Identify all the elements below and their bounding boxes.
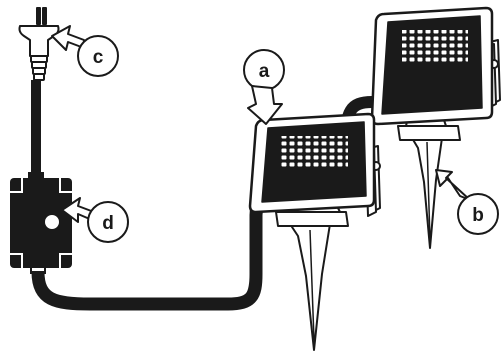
callout-arrow-b [435,169,471,201]
led-panel-b [402,30,468,62]
callout-label-c: c [93,47,104,68]
callout-label-a: a [259,61,270,82]
callout-b: b [435,169,499,235]
plug-head [18,25,60,57]
callout-c: c [51,25,119,77]
power-supply-box [10,172,72,274]
power-button [43,213,61,231]
plug-pin-left [36,7,41,25]
floodlight-b [370,6,501,249]
callout-d: d [61,197,129,243]
callout-arrow-a [247,85,283,125]
plug [18,7,60,81]
floodlight-a [248,112,381,351]
plug-pin-right [42,7,47,25]
callout-a: a [243,49,285,125]
led-panel-a [280,136,348,168]
callout-label-d: d [102,213,114,234]
callout-label-b: b [472,205,484,226]
